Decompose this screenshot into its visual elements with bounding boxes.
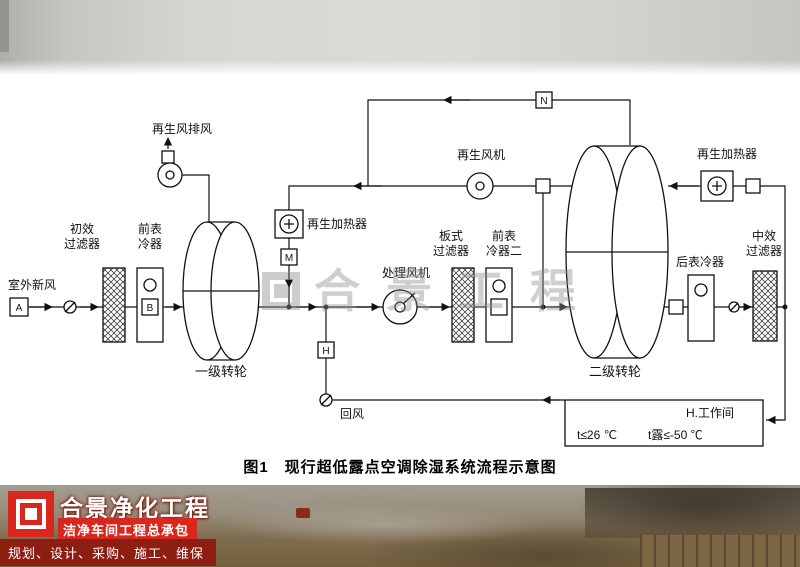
label-workroom-dewpoint: t露≤-50 ℃ <box>648 428 703 442</box>
process-fan-icon <box>382 289 418 325</box>
label-after-cooler: 后表冷器 <box>676 255 724 269</box>
company-logo-mark-icon <box>16 499 46 529</box>
tag-m-box <box>280 248 298 266</box>
photo-red-object <box>296 508 310 518</box>
regen-fan-icon <box>466 172 494 200</box>
tag-m: M <box>285 253 293 264</box>
primary-filter-box <box>102 267 126 343</box>
company-services: 规划、设计、采购、施工、维保 <box>0 539 217 566</box>
label-regen-heater1: 再生加热器 <box>307 217 367 231</box>
label-process-fan: 处理风机 <box>382 266 430 280</box>
workroom-box <box>564 399 764 447</box>
components <box>9 91 778 447</box>
company-name: 合景净化工程 <box>60 495 210 521</box>
regen-heater1-icon <box>274 209 304 239</box>
top-photo-detail <box>0 0 9 52</box>
label-mid-filter-2: 过滤器 <box>746 244 782 258</box>
footer-photo-band: 合景净化工程 洁净车间工程总承包 规划、设计、采购、施工、维保 <box>0 485 800 567</box>
flow-arrows <box>30 95 781 425</box>
tag-a-box <box>9 297 29 317</box>
label-plate-filter-2: 过滤器 <box>433 244 469 258</box>
tag-h-box <box>317 341 335 359</box>
regen-exhaust-fan-icon <box>157 150 183 188</box>
pre-cooler1-sensor-icon <box>143 278 157 292</box>
mid-filter-box <box>752 270 778 342</box>
label-primary-filter-2: 过滤器 <box>64 237 100 251</box>
pre-cooler2-valve-box <box>490 298 508 316</box>
figure-caption: 图1 现行超低露点空调除湿系统流程示意图 <box>243 459 557 476</box>
regen-damper2-box <box>745 178 761 194</box>
label-pre-cooler1-2: 冷器 <box>138 237 162 251</box>
regen-heater2-icon <box>700 170 734 202</box>
company-tagline: 洁净车间工程总承包 <box>58 518 198 541</box>
after-cooler-sensor-icon <box>694 283 708 297</box>
label-return-air: 回风 <box>340 407 364 421</box>
company-logo <box>8 491 54 537</box>
pre-cooler2-sensor-icon <box>492 279 506 293</box>
top-photo-fade <box>0 60 800 75</box>
junction-dots <box>286 304 788 310</box>
label-mid-filter-1: 中效 <box>752 228 776 243</box>
label-pre-cooler1-1: 前表 <box>138 221 162 236</box>
tag-n-box <box>535 91 553 109</box>
diagram-area: 室外新风 初效 过滤器 前表 冷器 一级转轮 再生风排风 再生加热器 处理风机 … <box>0 75 800 485</box>
photo-puddle <box>220 505 550 545</box>
regen-damper-box <box>535 178 551 194</box>
rotary-wheel-2 <box>565 145 669 359</box>
label-regen-heater2: 再生加热器 <box>697 147 757 161</box>
duct-lines <box>28 99 786 421</box>
label-regen-exhaust-fan: 再生风排风 <box>152 122 212 136</box>
photo-planks <box>640 535 800 567</box>
top-photo-strip <box>0 0 800 75</box>
photo-equipment <box>585 488 800 538</box>
label-plate-filter-1: 板式 <box>439 229 463 243</box>
plate-filter-box <box>451 267 475 343</box>
label-primary-filter-1: 初效 <box>70 221 94 236</box>
tag-h: H <box>322 346 329 357</box>
label-pre-cooler2-1: 前表 <box>492 228 516 243</box>
tag-a: A <box>16 303 23 314</box>
label-workroom-temp: t≤26 ℃ <box>577 428 617 442</box>
tag-n: N <box>540 96 547 107</box>
after-cooler-valve-box <box>668 299 684 315</box>
label-wheel2: 二级转轮 <box>589 364 641 379</box>
tag-b-box <box>141 298 159 316</box>
rotary-wheel-1 <box>182 221 260 361</box>
label-wheel1: 一级转轮 <box>195 364 247 379</box>
label-pre-cooler2-2: 冷器二 <box>486 244 522 258</box>
tag-b: B <box>147 303 154 314</box>
label-outdoor-air: 室外新风 <box>8 277 56 292</box>
system-diagram: 室外新风 初效 过滤器 前表 冷器 一级转轮 再生风排风 再生加热器 处理风机 … <box>8 91 788 447</box>
label-regen-fan: 再生风机 <box>457 148 505 162</box>
label-workroom-title: H.工作间 <box>686 406 734 420</box>
